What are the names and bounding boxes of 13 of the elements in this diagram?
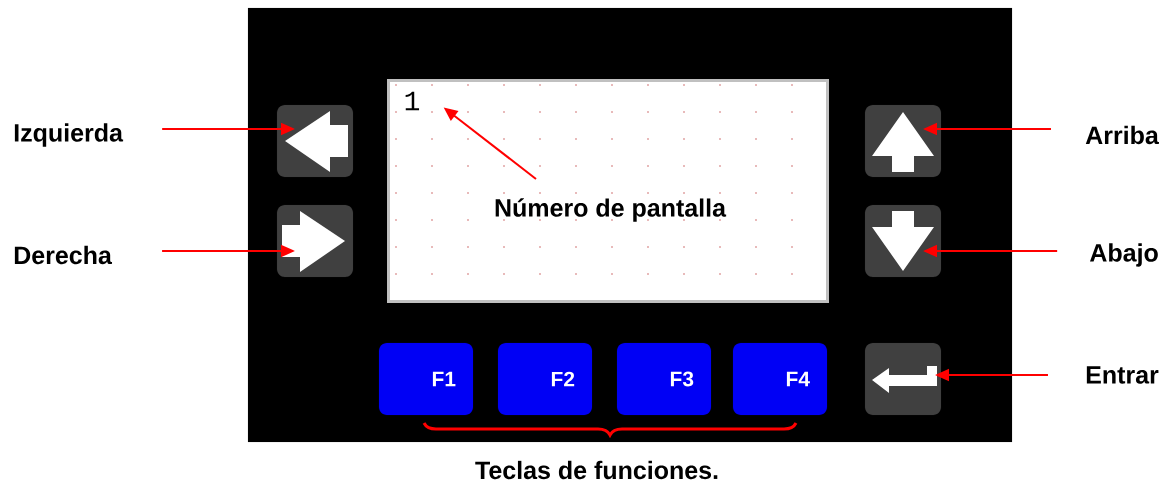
callout-text: Derecha [14, 245, 112, 265]
screen-number: 1 [405, 91, 420, 111]
callout-text: Abajo [1090, 243, 1158, 267]
callout-text: Arriba [1085, 125, 1159, 145]
display-screen [387, 79, 829, 303]
function-key: F2 [497, 342, 593, 416]
callout-text: Entrar [1086, 366, 1159, 384]
caption-text: Teclas de funciones. [475, 460, 718, 480]
callout-text: Número de pantalla [495, 198, 727, 222]
callout-text: Izquierda [14, 123, 124, 147]
function-key: F3 [616, 342, 712, 416]
function-key: F1 [378, 342, 474, 416]
function-key: F4 [732, 342, 828, 416]
